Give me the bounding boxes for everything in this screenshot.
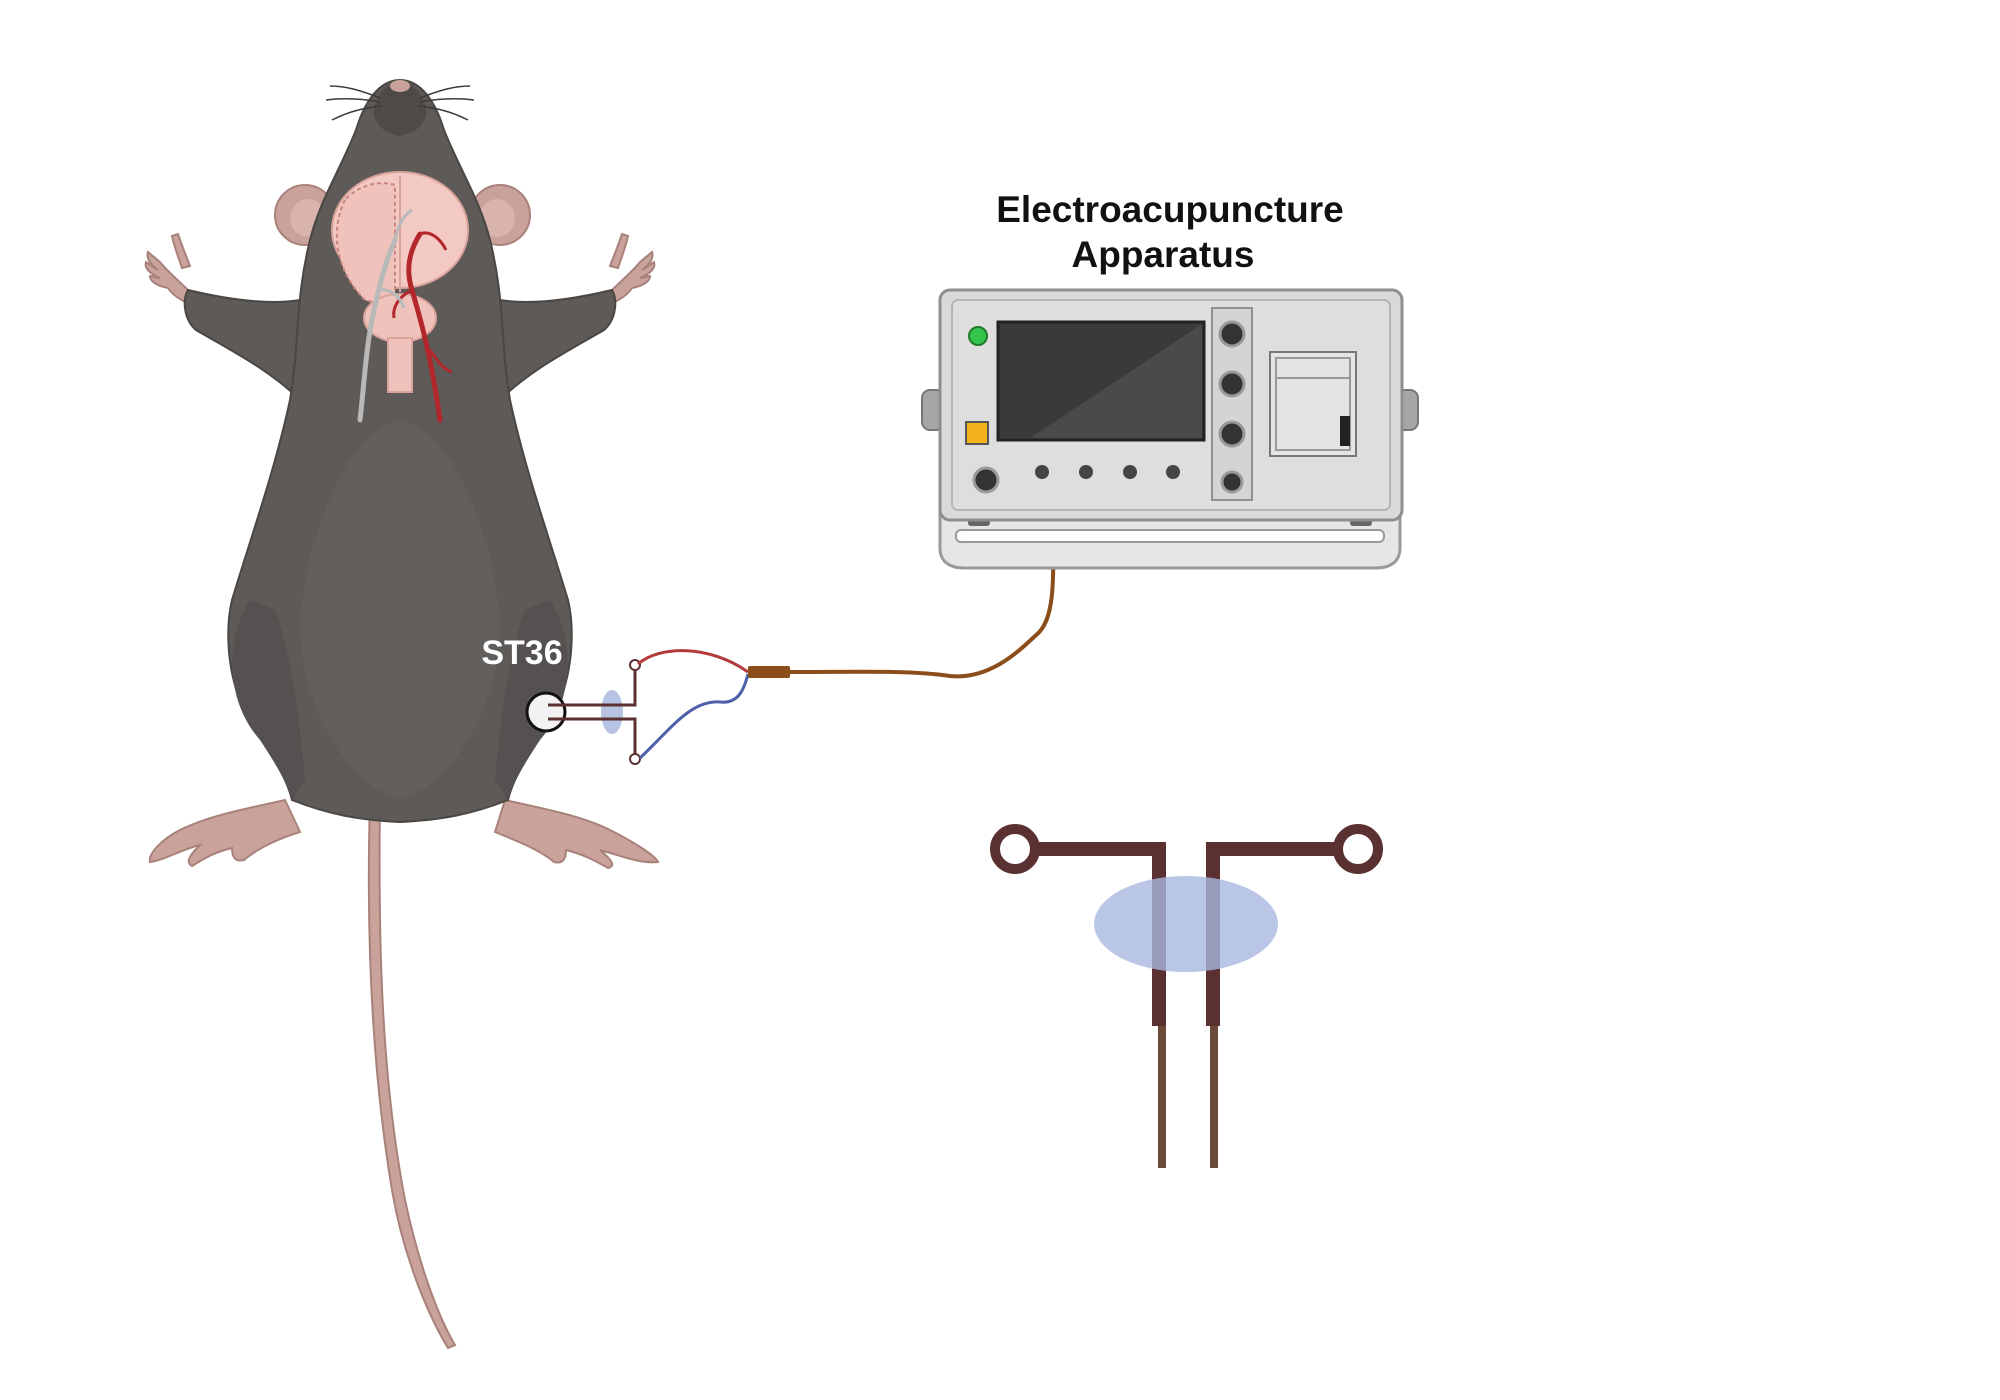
mouse-right-ear-inner — [479, 199, 515, 237]
mouse-tail — [367, 799, 457, 1350]
knob-1 — [1218, 320, 1246, 348]
device-label-line1: Electroacupuncture — [996, 189, 1343, 230]
power-knob — [972, 466, 1000, 494]
mouse-right-arm — [499, 288, 617, 403]
stimulator-device-icon — [921, 288, 1419, 570]
mouse-left-arm — [183, 288, 301, 403]
main-cable — [789, 477, 1056, 679]
knob-4 — [1220, 470, 1244, 494]
mouse-left-hip — [232, 600, 305, 800]
knob-2 — [1218, 370, 1246, 398]
output-jack-1 — [1035, 465, 1049, 479]
needle-left — [1158, 1018, 1166, 1168]
mouse-left-hind-foot — [148, 798, 302, 868]
device-label-line2: Apparatus — [1072, 234, 1255, 275]
electrode-terminal-left — [990, 824, 1040, 874]
yellow-button — [965, 421, 989, 445]
mouse-whiskers — [325, 85, 475, 121]
output-jack-3 — [1123, 465, 1137, 479]
gel-pad — [1094, 876, 1278, 972]
lead-connector — [748, 666, 790, 678]
small-gel-pad — [601, 690, 623, 734]
mouse-right-forepaw — [608, 232, 656, 306]
mouse-nose — [390, 80, 410, 92]
brain-icon — [331, 171, 469, 423]
output-jack-2 — [1079, 465, 1093, 479]
st36-acupoint-marker — [525, 691, 567, 733]
red-lead-wire — [637, 649, 749, 674]
st36-label: ST36 — [481, 634, 562, 672]
needle-right — [1210, 1018, 1218, 1168]
mouse-body-shading — [300, 420, 500, 800]
mouse-left-forepaw — [144, 232, 192, 306]
mouse-illustration: ST36 — [144, 78, 660, 1350]
power-led — [968, 326, 988, 346]
knob-3 — [1218, 420, 1246, 448]
output-jack-4 — [1166, 465, 1180, 479]
blue-lead-wire — [638, 673, 750, 760]
needle-electrode-icon — [990, 824, 1383, 1168]
mouse-right-hind-foot — [493, 798, 660, 870]
small-electrode — [548, 649, 790, 765]
mouse-snout — [373, 82, 427, 136]
electrode-terminal-right — [1333, 824, 1383, 874]
